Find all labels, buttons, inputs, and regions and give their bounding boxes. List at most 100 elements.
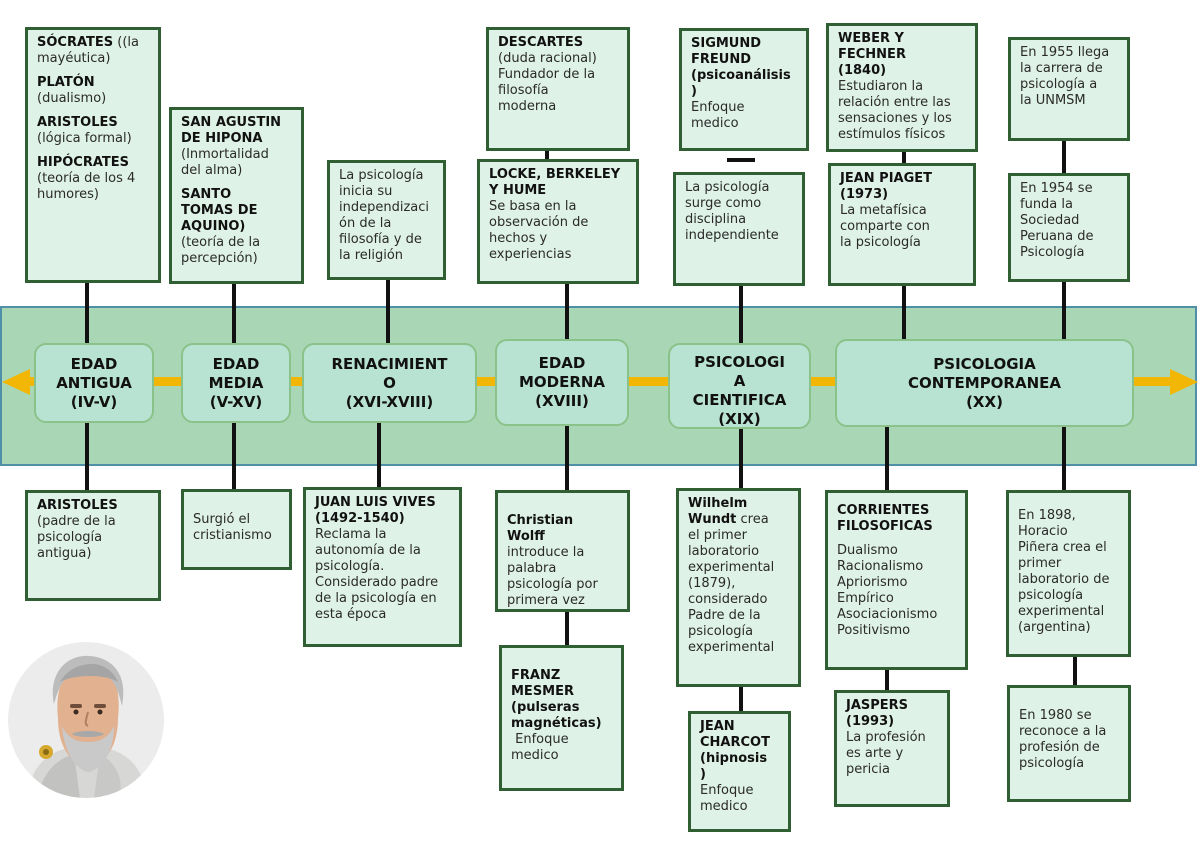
box-text-line: psicología xyxy=(37,530,149,546)
era-label-line: CIENTIFICA xyxy=(692,391,787,409)
box-text-line: hechos y xyxy=(489,231,627,247)
box-text: Enfoque xyxy=(511,732,569,747)
box-text: psicología. xyxy=(315,559,385,574)
box-text: (1840) xyxy=(838,63,887,78)
box-text: primer xyxy=(1018,556,1062,571)
box-text: Considerado padre xyxy=(315,575,439,590)
connector-line xyxy=(565,282,569,344)
box-text: comparte con xyxy=(840,219,930,234)
box-text: esta época xyxy=(315,607,387,622)
box-text-line: CORRIENTES xyxy=(837,503,956,519)
box-text: SANTO xyxy=(181,187,232,202)
era-label-line: A xyxy=(733,372,746,390)
box-text-line: Wolff xyxy=(507,529,618,545)
box-text-line: considerado xyxy=(688,592,789,608)
box-text-line: Horacio xyxy=(1018,524,1119,540)
box-text: JEAN PIAGET xyxy=(840,171,933,186)
box-text-line: filosofía y de xyxy=(339,232,434,248)
box-text: experimental xyxy=(688,560,775,575)
box-text-line: medico xyxy=(691,116,797,132)
box-text-line: palabra xyxy=(507,561,618,577)
box-text: Y HUME xyxy=(489,183,547,198)
box-text: introduce la xyxy=(507,545,585,560)
box-text: SÓCRATES xyxy=(37,35,114,50)
box-text-line: (padre de la xyxy=(37,514,149,530)
box-text-line: psicología por xyxy=(507,577,618,593)
era-label-line: O xyxy=(383,373,396,392)
connector-line xyxy=(739,285,743,345)
box-text: medico xyxy=(511,748,559,763)
box-text-line: (teoría de los 4 xyxy=(37,171,149,187)
era-label-line: MODERNA xyxy=(518,373,606,391)
box-text: (1993) xyxy=(846,714,895,729)
connector-line xyxy=(739,686,743,712)
box-text-line: Piñera crea el xyxy=(1018,540,1119,556)
box-text: TOMAS DE xyxy=(181,203,258,218)
box-text-tail: ((la xyxy=(113,35,139,50)
box-text: En 1980 se xyxy=(1019,708,1092,723)
box-text: FILOSOFICAS xyxy=(837,519,933,534)
box-text-line: Enfoque xyxy=(700,783,779,799)
box-text-line: filosofía xyxy=(498,83,618,99)
era-label-line: RENACIMIENT xyxy=(331,354,448,373)
box-text-line: introduce la xyxy=(507,545,618,561)
connector-line xyxy=(1062,281,1066,341)
box-text-line: JUAN LUIS VIVES xyxy=(315,495,450,511)
box-text: Empírico xyxy=(837,591,894,606)
box-text: funda la xyxy=(1020,197,1073,212)
box-text: psicología xyxy=(688,624,754,639)
box-text-line: DESCARTES xyxy=(498,35,618,51)
box-text: La psicología xyxy=(339,168,424,183)
box-text-line: Y HUME xyxy=(489,183,627,199)
box-text: filosofía y de xyxy=(339,232,422,247)
box-text-line: Peruana de xyxy=(1020,229,1118,245)
box-text-line: Wilhelm xyxy=(688,496,789,512)
box-text-line: psicología xyxy=(1019,756,1119,772)
box-text-line: (Inmortalidad xyxy=(181,147,292,163)
box-text: CORRIENTES xyxy=(837,503,930,518)
box-text-line: La psicología xyxy=(339,168,434,184)
box-text: (padre de la xyxy=(37,514,116,529)
box-text: (lógica formal) xyxy=(37,131,132,146)
connector-line xyxy=(1062,424,1066,492)
box-text-line: autonomía de la xyxy=(315,543,450,559)
box-text: Surgió el xyxy=(193,512,251,527)
box-text: profesión de xyxy=(1019,740,1100,755)
box-text-line: Surgió el xyxy=(193,512,280,528)
box-text: HIPÓCRATES xyxy=(37,155,130,170)
box-text: (teoría de los 4 xyxy=(37,171,136,186)
box-text: (1879), xyxy=(688,576,736,591)
box-text-tail: crea xyxy=(736,512,769,527)
box-text: filosofía xyxy=(498,83,549,98)
box-text: (hipnosis xyxy=(700,751,768,766)
box-text-line: TOMAS DE xyxy=(181,203,292,219)
box-text: (teoría de la xyxy=(181,235,261,250)
box-text: experiencias xyxy=(489,247,572,262)
box-text: En 1955 llega xyxy=(1020,45,1110,60)
box-text-line: psicología xyxy=(688,624,789,640)
box-text: SIGMUND xyxy=(691,36,762,51)
box-text-line: observación de xyxy=(489,215,627,231)
box-text-line: En 1898, xyxy=(1018,508,1119,524)
box-text-line: FECHNER xyxy=(838,47,966,63)
box-text: psicología por xyxy=(507,577,598,592)
box-text: hechos y xyxy=(489,231,548,246)
box-text-line: relación entre las xyxy=(838,95,966,111)
box-text-line: (1973) xyxy=(840,187,964,203)
connector-line xyxy=(1062,140,1066,176)
box-text-line: del alma) xyxy=(181,163,292,179)
box-text: medico xyxy=(700,799,748,814)
box-text-line: En 1954 se xyxy=(1020,181,1118,197)
box-text-line: DE HIPONA xyxy=(181,131,292,147)
box-text-line: disciplina xyxy=(685,212,793,228)
box-text-line: Dualismo xyxy=(837,543,956,559)
